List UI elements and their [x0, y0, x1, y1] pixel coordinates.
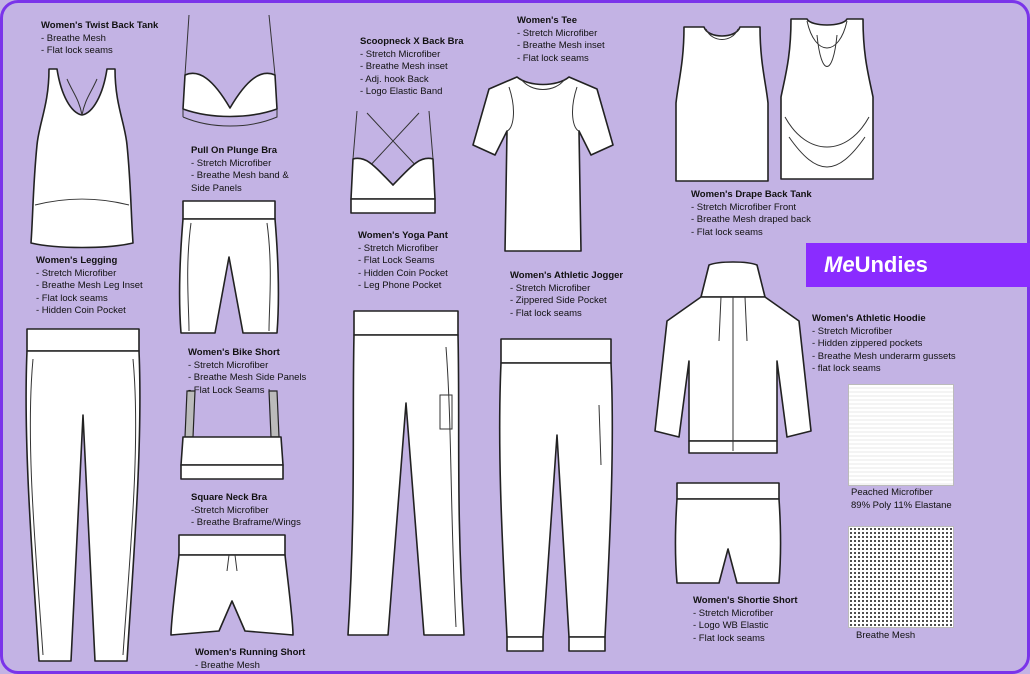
- bike-short-sketch: [177, 197, 281, 337]
- twist-back-tank-sketch: [27, 65, 137, 250]
- feature: - Breathe Mesh Side Panels: [188, 372, 307, 383]
- feature: - Stretch Microfiber Front: [691, 201, 797, 213]
- yoga-pant-sketch: [346, 307, 466, 639]
- fabric-title: Breathe Mesh: [856, 630, 916, 641]
- item-title: Women's Legging: [36, 255, 118, 266]
- label-womens-tee: Women's Tee - Stretch Microfiber - Breat…: [517, 15, 605, 65]
- item-title: Scoopneck X Back Bra: [360, 36, 464, 47]
- logo-prefix: Me: [824, 252, 855, 277]
- item-title: Women's Yoga Pant: [358, 230, 448, 241]
- plunge-bra-sketch: [179, 13, 281, 133]
- feature: - Flat lock seams: [510, 307, 582, 319]
- feature: - Stretch Microfiber: [693, 607, 774, 619]
- feature: - Logo Elastic Band: [360, 86, 443, 97]
- item-title: Pull On Plunge Bra: [191, 145, 278, 156]
- label-running-short: Women's Running Short - Breathe Mesh: [195, 647, 305, 672]
- label-breathe-mesh: Breathe Mesh: [856, 630, 915, 643]
- shortie-short-sketch: [673, 479, 783, 589]
- label-athletic-hoodie: Women's Athletic Hoodie - Stretch Microf…: [812, 313, 956, 376]
- label-square-neck-bra: Square Neck Bra -Stretch Microfiber - Br…: [191, 492, 301, 530]
- label-peached-microfiber: Peached Microfiber 89% Poly 11% Elastane: [851, 487, 952, 512]
- label-legging: Women's Legging - Stretch Microfiber - B…: [36, 255, 143, 318]
- fabric-composition: 89% Poly 11% Elastane: [851, 499, 952, 511]
- drape-tank-front-sketch: [672, 23, 772, 185]
- item-title: Women's Shortie Short: [693, 595, 798, 606]
- feature: - Flat lock seams: [517, 52, 589, 64]
- item-title: Women's Drape Back Tank: [691, 189, 812, 200]
- feature: - Breathe Mesh: [195, 659, 260, 671]
- feature: - Breathe Mesh inset: [360, 61, 448, 72]
- feature: - Adj. hook Back: [360, 73, 429, 85]
- feature: - Stretch Microfiber: [36, 267, 117, 279]
- feature: Side Panels: [191, 182, 242, 194]
- feature: - Flat lock seams: [41, 45, 113, 56]
- feature: - Breathe Braframe/Wings: [191, 517, 301, 528]
- square-neck-bra-sketch: [179, 387, 285, 487]
- label-plunge-bra: Pull On Plunge Bra - Stretch Microfiber …: [191, 145, 289, 195]
- running-short-sketch: [170, 531, 294, 641]
- feature: - Stretch Microfiber: [188, 359, 269, 371]
- feature: - Flat lock seams: [36, 292, 108, 304]
- item-title: Square Neck Bra: [191, 492, 268, 503]
- feature: - Hidden zippered pockets: [812, 338, 923, 349]
- item-title: Women's Tee: [517, 15, 577, 26]
- feature: - Stretch Microfiber: [517, 27, 598, 39]
- feature: - Stretch Microfiber: [812, 325, 893, 337]
- item-title: Women's Athletic Hoodie: [812, 313, 926, 324]
- label-twist-back-tank: Women's Twist Back Tank - Breathe Mesh -…: [41, 20, 158, 58]
- feature: - Flat Lock Seams: [358, 255, 435, 266]
- feature: - Logo WB Elastic: [693, 620, 769, 631]
- feature: - Breathe Mesh band &: [191, 170, 289, 181]
- scoopneck-bra-sketch: [347, 109, 439, 217]
- fabric-title: Peached Microfiber: [851, 487, 933, 498]
- item-title: Women's Bike Short: [188, 347, 280, 358]
- breathe-mesh-swatch: [848, 526, 954, 628]
- feature: - Flat lock seams: [693, 632, 765, 644]
- feature: - Stretch Microfiber: [510, 282, 591, 294]
- feature: - Hidden Coin Pocket: [36, 305, 126, 316]
- legging-sketch: [21, 325, 145, 665]
- feature: - Breathe Mesh underarm gussets: [812, 350, 956, 362]
- item-title: Women's Twist Back Tank: [41, 20, 159, 31]
- feature: - Leg Phone Pocket: [358, 280, 442, 291]
- label-athletic-jogger: Women's Athletic Jogger - Stretch Microf…: [510, 270, 623, 320]
- label-scoopneck-bra: Scoopneck X Back Bra - Stretch Microfibe…: [360, 36, 464, 99]
- womens-tee-sketch: [472, 71, 614, 255]
- label-drape-back-tank: Women's Drape Back Tank - Stretch Microf…: [691, 189, 812, 239]
- feature: - Stretch Microfiber: [360, 48, 441, 60]
- athletic-hoodie-sketch: [654, 261, 812, 457]
- item-title: Women's Athletic Jogger: [510, 270, 624, 281]
- feature: - Flat lock seams: [691, 226, 763, 238]
- feature: - Stretch Microfiber: [358, 242, 439, 254]
- item-title: Women's Running Short: [195, 647, 306, 658]
- logo-suffix: Undies: [854, 252, 928, 277]
- label-bike-short: Women's Bike Short - Stretch Microfiber …: [188, 347, 306, 397]
- feature: - Stretch Microfiber: [191, 157, 272, 169]
- feature: - Breathe Mesh Leg Inset: [36, 280, 143, 291]
- drape-tank-back-sketch: [777, 17, 877, 183]
- feature: - Hidden Coin Pocket: [358, 267, 448, 279]
- feature: - Flat Lock Seams: [188, 384, 265, 396]
- feature: - Breathe Mesh: [41, 32, 106, 44]
- feature: - flat lock seams: [812, 363, 881, 374]
- peached-microfiber-swatch: [848, 384, 954, 486]
- feature: - Breathe Mesh inset: [517, 40, 605, 51]
- feature: -Stretch Microfiber: [191, 504, 269, 516]
- label-yoga-pant: Women's Yoga Pant - Stretch Microfiber -…: [358, 230, 448, 293]
- feature: - Zippered Side Pocket: [510, 295, 607, 306]
- feature: - Breathe Mesh draped back: [691, 214, 811, 225]
- athletic-jogger-sketch: [493, 335, 619, 657]
- label-shortie-short: Women's Shortie Short - Stretch Microfib…: [693, 595, 797, 645]
